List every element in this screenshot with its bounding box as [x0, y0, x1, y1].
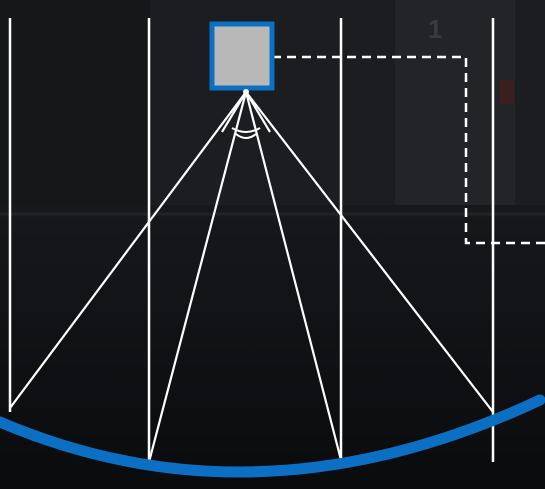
square-source-icon	[212, 24, 272, 95]
source-emitter-dot	[243, 89, 249, 95]
ray-fan-arc	[236, 134, 256, 138]
ray-line	[246, 92, 493, 412]
ray-line	[222, 92, 246, 132]
ray-line	[246, 92, 270, 132]
ray-line	[10, 92, 246, 408]
curved-surface	[0, 400, 540, 472]
dashed-connector	[272, 57, 545, 243]
ray-line	[246, 92, 341, 460]
ray-line	[149, 92, 246, 462]
rays-group	[10, 92, 493, 462]
